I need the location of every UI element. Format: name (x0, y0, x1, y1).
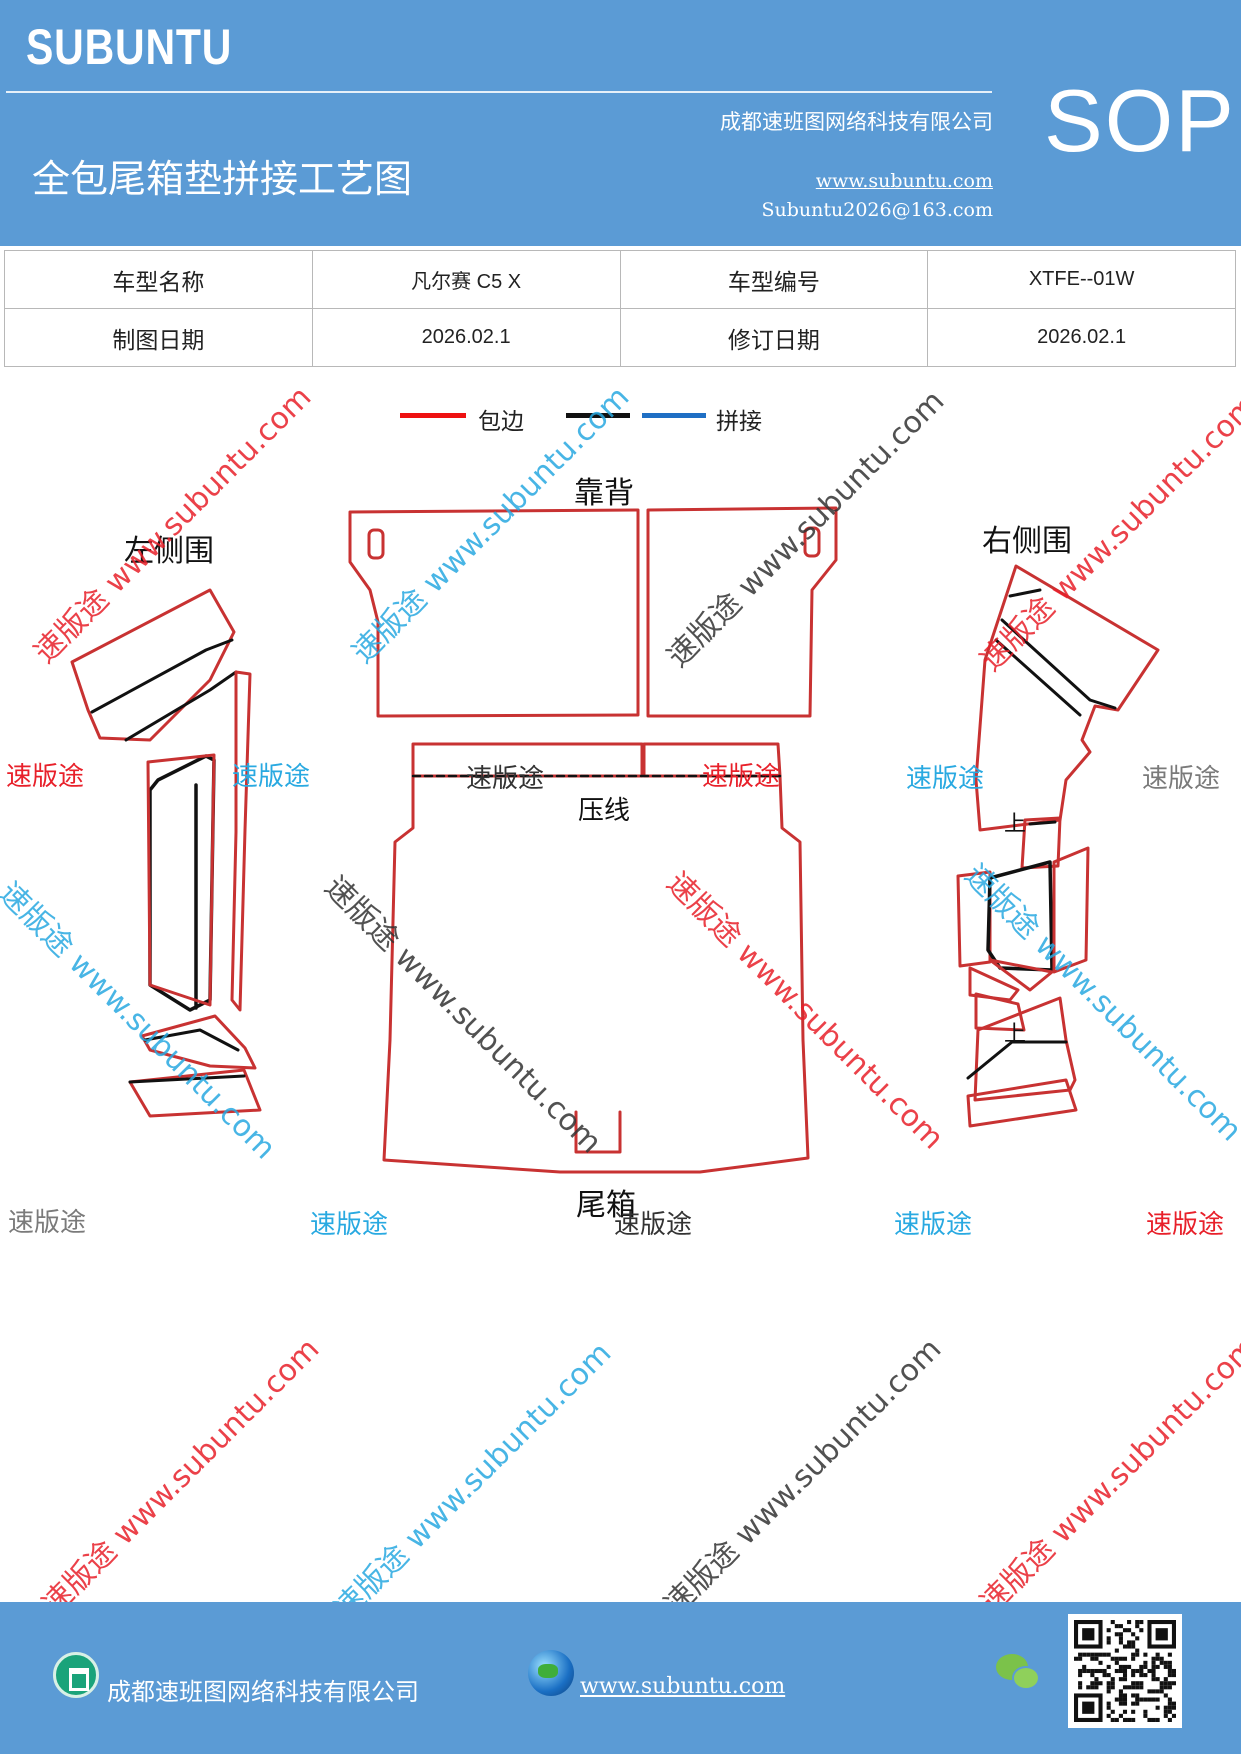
revision-date-value: 2026.02.1 (927, 308, 1236, 367)
watermark-word: 速版途 (614, 1210, 693, 1240)
model-code-label: 车型编号 (619, 250, 929, 309)
table-row: 制图日期 2026.02.1 修订日期 2026.02.1 (4, 308, 1236, 367)
right-side-mid-piece (974, 992, 1026, 1032)
right-side-right-block (1052, 846, 1090, 974)
backrest-right-panel (646, 506, 838, 718)
legend-label-joint: 拼接 (716, 409, 762, 435)
left-side-top-piece (70, 588, 236, 742)
left-side-panels (70, 588, 262, 1118)
left-side-lower-piece (140, 1014, 257, 1070)
right-side-seams (994, 588, 1117, 717)
legend: 包边 拼接 (0, 400, 1241, 440)
header-website-link[interactable]: www.subuntu.com (815, 170, 993, 192)
footer-company: 成都速班图网络科技有限公司 (107, 1678, 419, 1706)
vehicle-info-table: 车型名称 凡尔赛 C5 X 车型编号 XTFE--01W 制图日期 2026.0… (4, 250, 1236, 367)
model-name-label: 车型名称 (4, 250, 313, 309)
legend-swatch-edge (400, 413, 466, 418)
brand-logo: SUBUNTU (26, 19, 233, 75)
header-company: 成都速班图网络科技有限公司 (720, 110, 993, 134)
left-side-upright-edge (146, 753, 216, 1007)
watermark-word: 速版途 (1146, 1210, 1225, 1240)
watermark-word: 速版途 (702, 762, 781, 792)
left-side-bottom-piece (128, 1068, 262, 1118)
right-side-lower-seam (966, 1040, 1068, 1080)
legend-swatch-seam (566, 413, 630, 418)
left-side-upright (148, 754, 216, 1012)
trunk-floor-notch (574, 1110, 622, 1154)
press-line-label: 压线 (578, 796, 631, 826)
watermark-word: 速版途 (466, 764, 545, 794)
right-side-left-block (956, 870, 992, 968)
qr-code (1068, 1614, 1182, 1728)
header-banner: SUBUNTU 成都速班图网络科技有限公司 全包尾箱垫拼接工艺图 www.sub… (0, 0, 1241, 246)
left-side-edge-strip (230, 670, 252, 1012)
building-icon (53, 1652, 99, 1698)
document-title: 全包尾箱垫拼接工艺图 (32, 157, 413, 201)
left-side-bottom-seam (128, 1074, 246, 1084)
watermark-word: 速版途 (8, 1208, 87, 1238)
backrest-label: 靠背 (574, 476, 634, 511)
drawing-date-value: 2026.02.1 (311, 308, 621, 367)
left-side-label: 左侧围 (124, 534, 214, 569)
model-name-value: 凡尔赛 C5 X (311, 250, 621, 309)
backrest-panels (348, 506, 838, 718)
qr-code-image (1074, 1620, 1176, 1722)
watermark-word: 速版途 (906, 764, 985, 794)
right-side-lower-piece (973, 996, 1077, 1102)
right-top-mark-2: 上 (1004, 1022, 1027, 1047)
sop-badge: SOP (1044, 71, 1236, 170)
legend-swatch-joint (642, 413, 706, 418)
right-side-panels (956, 564, 1160, 1128)
right-side-center-block (986, 860, 1054, 972)
right-side-small-seam (1028, 820, 1057, 826)
legend-label-edge: 包边 (478, 409, 524, 435)
header-divider (6, 91, 992, 93)
watermark-word: 速版途 (310, 1210, 389, 1240)
right-top-mark-1: 上 (1004, 812, 1027, 837)
wechat-icon[interactable] (996, 1654, 1042, 1694)
header-email[interactable]: Subuntu2026@163.com (761, 199, 993, 221)
trunk-floor-main (382, 774, 810, 1174)
revision-date-label: 修订日期 (619, 308, 929, 367)
footer-banner: 成都速班图网络科技有限公司 www.subuntu.com (0, 1602, 1241, 1754)
table-row: 车型名称 凡尔赛 C5 X 车型编号 XTFE--01W (4, 250, 1236, 309)
right-side-connector (968, 958, 1054, 1002)
watermark-word: 速版途 (894, 1210, 973, 1240)
globe-icon (528, 1650, 574, 1696)
watermark-word: 速版途 (1142, 764, 1221, 794)
right-side-small-piece (1020, 816, 1062, 870)
backrest-right-slot (803, 526, 821, 558)
trunk-label: 尾箱 (576, 1188, 636, 1223)
left-side-lower-seam (143, 1028, 240, 1052)
footer-website-link[interactable]: www.subuntu.com (580, 1674, 786, 1699)
backrest-left-panel (348, 508, 640, 718)
right-side-bottom-piece (966, 1078, 1078, 1128)
model-code-value: XTFE--01W (927, 250, 1236, 309)
backrest-left-slot (367, 528, 385, 560)
right-side-top-piece (974, 564, 1160, 832)
left-side-seams (90, 638, 238, 742)
right-side-label: 右侧围 (982, 524, 1072, 559)
watermark-word: 速版途 (6, 762, 85, 792)
drawing-date-label: 制图日期 (4, 308, 313, 367)
watermark-word: 速版途 (232, 762, 311, 792)
